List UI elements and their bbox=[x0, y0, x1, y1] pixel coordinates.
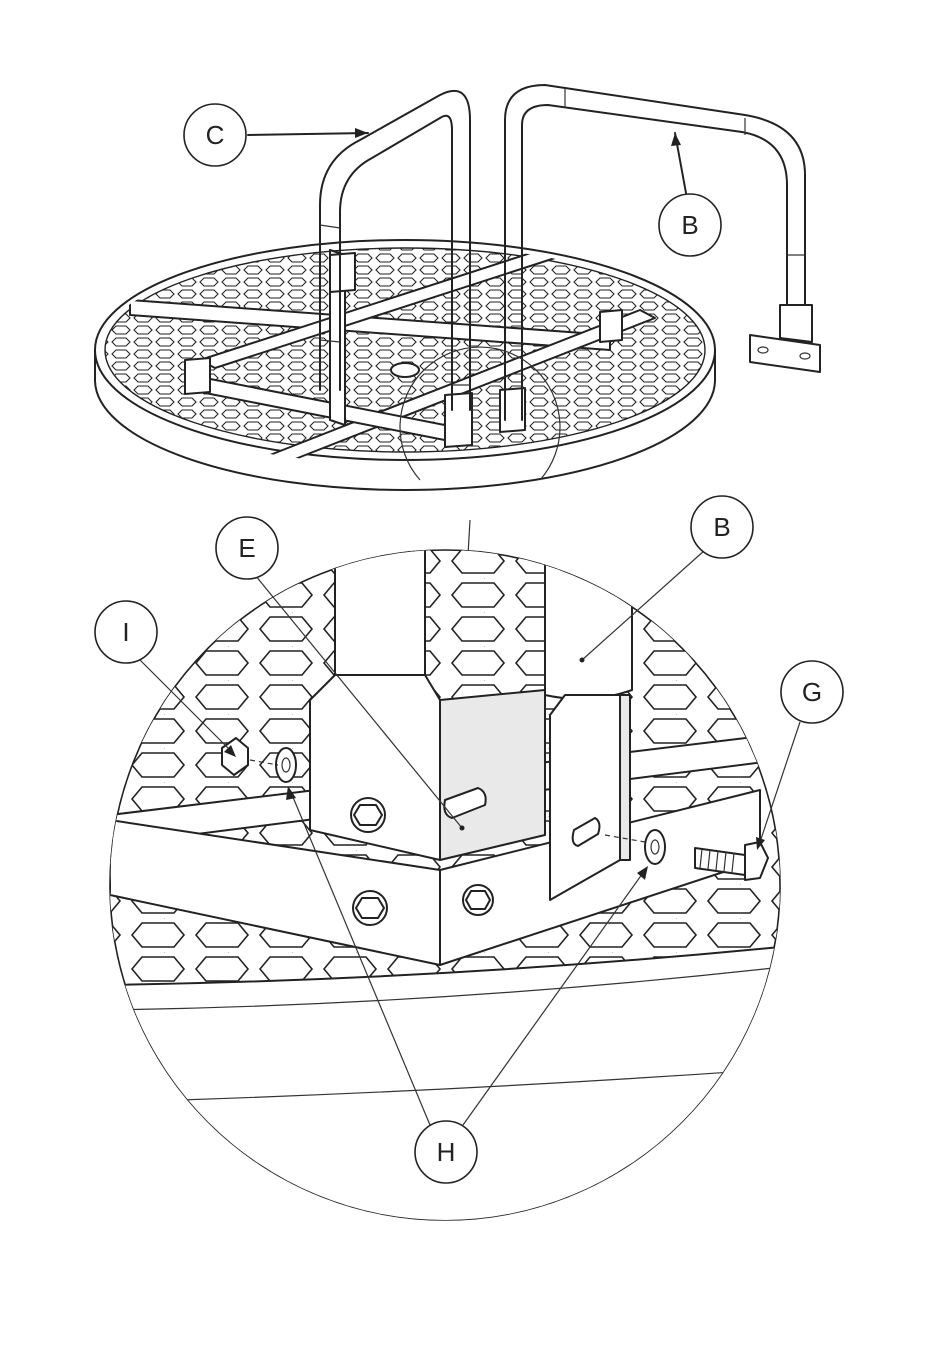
detail-tube-b bbox=[545, 555, 632, 900]
callout-c-top: C bbox=[184, 104, 368, 166]
center-hub bbox=[391, 363, 419, 377]
callout-e-label: E bbox=[238, 533, 255, 563]
detail-leader bbox=[468, 520, 470, 555]
callout-g-label: G bbox=[802, 677, 822, 707]
callout-b-top: B bbox=[659, 133, 721, 256]
callout-i-label: I bbox=[122, 617, 129, 647]
callout-h-label: H bbox=[437, 1137, 456, 1167]
callout-b-detail-label: B bbox=[713, 512, 730, 542]
detail-platform-rim bbox=[105, 945, 800, 1240]
callout-b-top-label: B bbox=[681, 210, 698, 240]
callout-c-label: C bbox=[206, 120, 225, 150]
